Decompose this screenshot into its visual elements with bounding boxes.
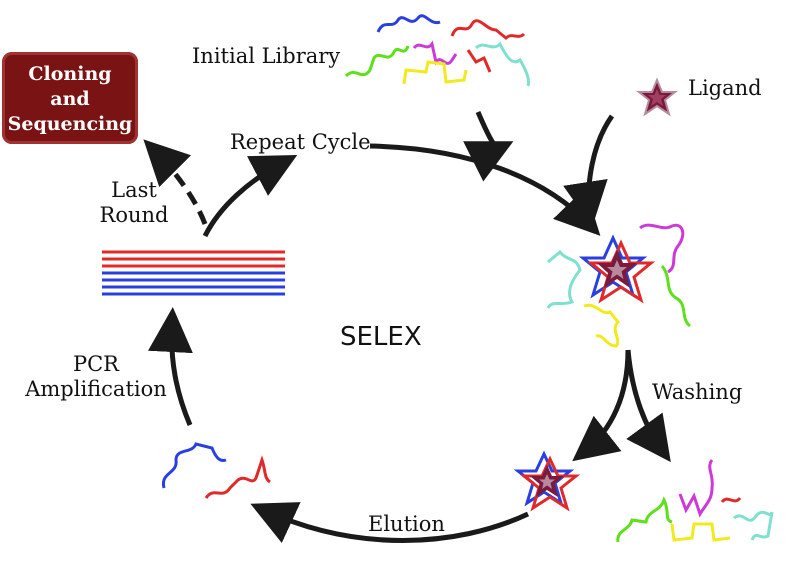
- bound-strand-green: [660, 265, 692, 328]
- arrow-cycle-top: [369, 143, 601, 236]
- arrow-ligand-to-binding: [563, 114, 615, 227]
- repeat-cycle-label: Repeat Cycle: [230, 130, 371, 154]
- bound-strand-magenta: [639, 223, 685, 274]
- ligand-label: Ligand: [688, 76, 762, 100]
- unbound-strands: [616, 459, 774, 543]
- binding-complex: [546, 223, 692, 348]
- arrow-elution: [250, 502, 530, 543]
- arrow-library-to-binding: [463, 111, 514, 182]
- pcr-line2: Amplification: [25, 377, 167, 402]
- bound-strand-yellow: [583, 303, 621, 348]
- last-round-line2: Round: [99, 203, 169, 228]
- unbound-strand-yellow: [670, 522, 731, 542]
- arrow-washing-right: [625, 349, 671, 463]
- bound-ligand-star-icon: [578, 234, 656, 304]
- unbound-strand-red: [720, 496, 742, 504]
- library-strand-yellow: [402, 60, 468, 85]
- library-strand-cyan: [474, 41, 530, 87]
- library-strand-red: [450, 19, 526, 41]
- library-strand-blue: [376, 14, 441, 33]
- washing-label: Washing: [652, 380, 743, 404]
- initial-library-strands: [344, 14, 530, 87]
- library-strand-green: [344, 45, 410, 78]
- arrow-pcr: [147, 307, 193, 426]
- eluted-strands: [161, 442, 271, 499]
- eluted-ligand-star-icon: [513, 450, 581, 512]
- amplified-strands: [102, 250, 285, 296]
- sequencing-line: Sequencing: [7, 113, 133, 135]
- pcr-amplification-label: PCR Amplification: [20, 352, 172, 402]
- arrow-last-round: [143, 139, 208, 225]
- initial-library-label: Initial Library: [192, 44, 341, 68]
- bound-strand-cyan: [546, 249, 582, 309]
- cloning-sequencing-label: Cloning and Sequencing: [2, 62, 138, 137]
- arrow-washing-left: [572, 349, 631, 462]
- diagram-title: SELEX: [340, 322, 422, 352]
- unbound-strand-cyan: [733, 510, 774, 541]
- last-round-line1: Last: [111, 178, 157, 202]
- ligand-star-icon: [636, 77, 678, 117]
- cloning-sequencing-box: Cloning and Sequencing: [2, 52, 138, 144]
- and-line: and: [50, 88, 90, 110]
- eluted-strand-red: [204, 455, 271, 499]
- elution-label: Elution: [368, 512, 445, 536]
- library-strand-red-2: [466, 49, 492, 73]
- unbound-strand-magenta: [678, 459, 714, 518]
- unbound-strand-green: [616, 496, 673, 543]
- last-round-label: Last Round: [86, 178, 182, 228]
- library-strand-magenta: [412, 40, 458, 66]
- eluted-strand-blue: [161, 442, 227, 489]
- pcr-line1: PCR: [72, 352, 119, 376]
- cycle-arrows: [143, 111, 671, 543]
- arrow-repeat-cycle: [202, 154, 298, 238]
- cloning-line: Cloning: [28, 63, 112, 85]
